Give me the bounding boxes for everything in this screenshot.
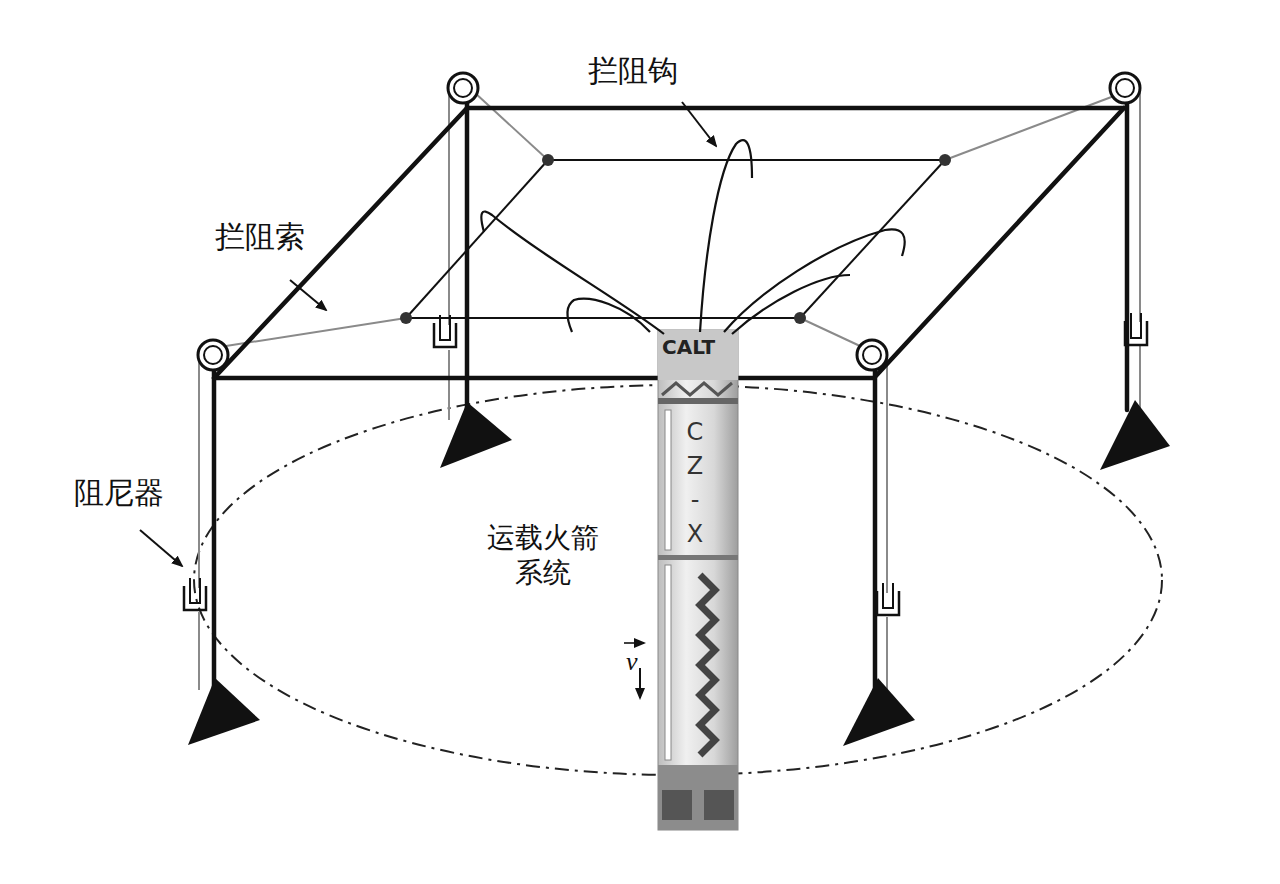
part-label: 拦阻钩	[588, 52, 678, 90]
rocket-conduit	[665, 410, 671, 550]
leader-arrow	[290, 280, 326, 310]
damper-symbol	[184, 578, 206, 610]
rocket-conduit	[665, 565, 671, 760]
frame-beam	[467, 106, 1124, 111]
support-triangle	[843, 678, 915, 746]
rocket-fairing-band	[658, 330, 738, 380]
engine-section	[658, 765, 738, 830]
pulley	[1110, 73, 1140, 103]
rocket-marking: CALT	[662, 335, 715, 360]
cable-segment	[800, 318, 860, 346]
frame-leg	[1125, 100, 1130, 410]
net-node	[400, 312, 412, 324]
damper-symbol	[877, 583, 899, 615]
cable-segment	[226, 318, 406, 346]
net-node	[542, 154, 554, 166]
pulley	[857, 340, 887, 370]
net-line	[800, 160, 945, 318]
hook	[700, 140, 752, 332]
part-label: 阻尼器	[74, 474, 164, 512]
cable-segment	[448, 350, 450, 420]
frame-beam	[214, 376, 874, 381]
part-label: 拦阻索	[215, 218, 305, 256]
velocity-symbol: v	[626, 646, 638, 679]
truss-pattern	[662, 383, 732, 395]
frame-beam	[214, 108, 467, 378]
net-node	[939, 154, 951, 166]
stage-ring	[658, 398, 738, 404]
part-label: 运载火箭 系统	[478, 520, 608, 590]
engine-nozzle	[662, 790, 692, 820]
cable-segment	[1139, 92, 1141, 322]
frame-leg	[212, 368, 217, 690]
support-triangle	[1100, 400, 1170, 470]
cable-segment	[198, 358, 200, 588]
hook	[567, 299, 650, 332]
corrugation-pattern	[700, 575, 715, 755]
frame-beam	[874, 108, 1124, 378]
hook	[481, 211, 664, 334]
arresting-net	[406, 160, 945, 318]
hook	[724, 229, 905, 332]
net-line	[406, 160, 548, 318]
rocket	[658, 330, 738, 830]
support-triangle	[440, 402, 512, 468]
arresting-hooks	[481, 140, 904, 334]
pulleys	[198, 73, 1140, 370]
pulley	[198, 340, 228, 370]
cable-segment	[198, 612, 200, 690]
cable-segment	[474, 92, 548, 160]
damper-symbol	[434, 315, 456, 347]
pulley	[448, 73, 478, 103]
net-nodes	[400, 154, 951, 324]
net-node	[794, 312, 806, 324]
velocity-arrow	[639, 668, 641, 698]
rocket-marking: CZ-X	[680, 418, 710, 554]
stage-ring	[658, 555, 738, 560]
leader-arrow	[682, 102, 716, 146]
support-triangle	[188, 678, 260, 745]
net-line	[548, 159, 945, 161]
hook	[732, 275, 850, 334]
cable-segment	[886, 358, 888, 593]
frame-leg	[465, 100, 470, 410]
cable-segment	[886, 617, 888, 690]
frame-leg	[873, 368, 878, 690]
cable-segment	[945, 96, 1114, 160]
rocket-body	[658, 330, 738, 830]
callout-leaders	[140, 102, 716, 698]
damper-symbol	[1125, 313, 1147, 345]
leader-arrow	[140, 530, 182, 566]
engine-nozzle	[704, 790, 734, 820]
vector-overarrow	[624, 642, 644, 644]
